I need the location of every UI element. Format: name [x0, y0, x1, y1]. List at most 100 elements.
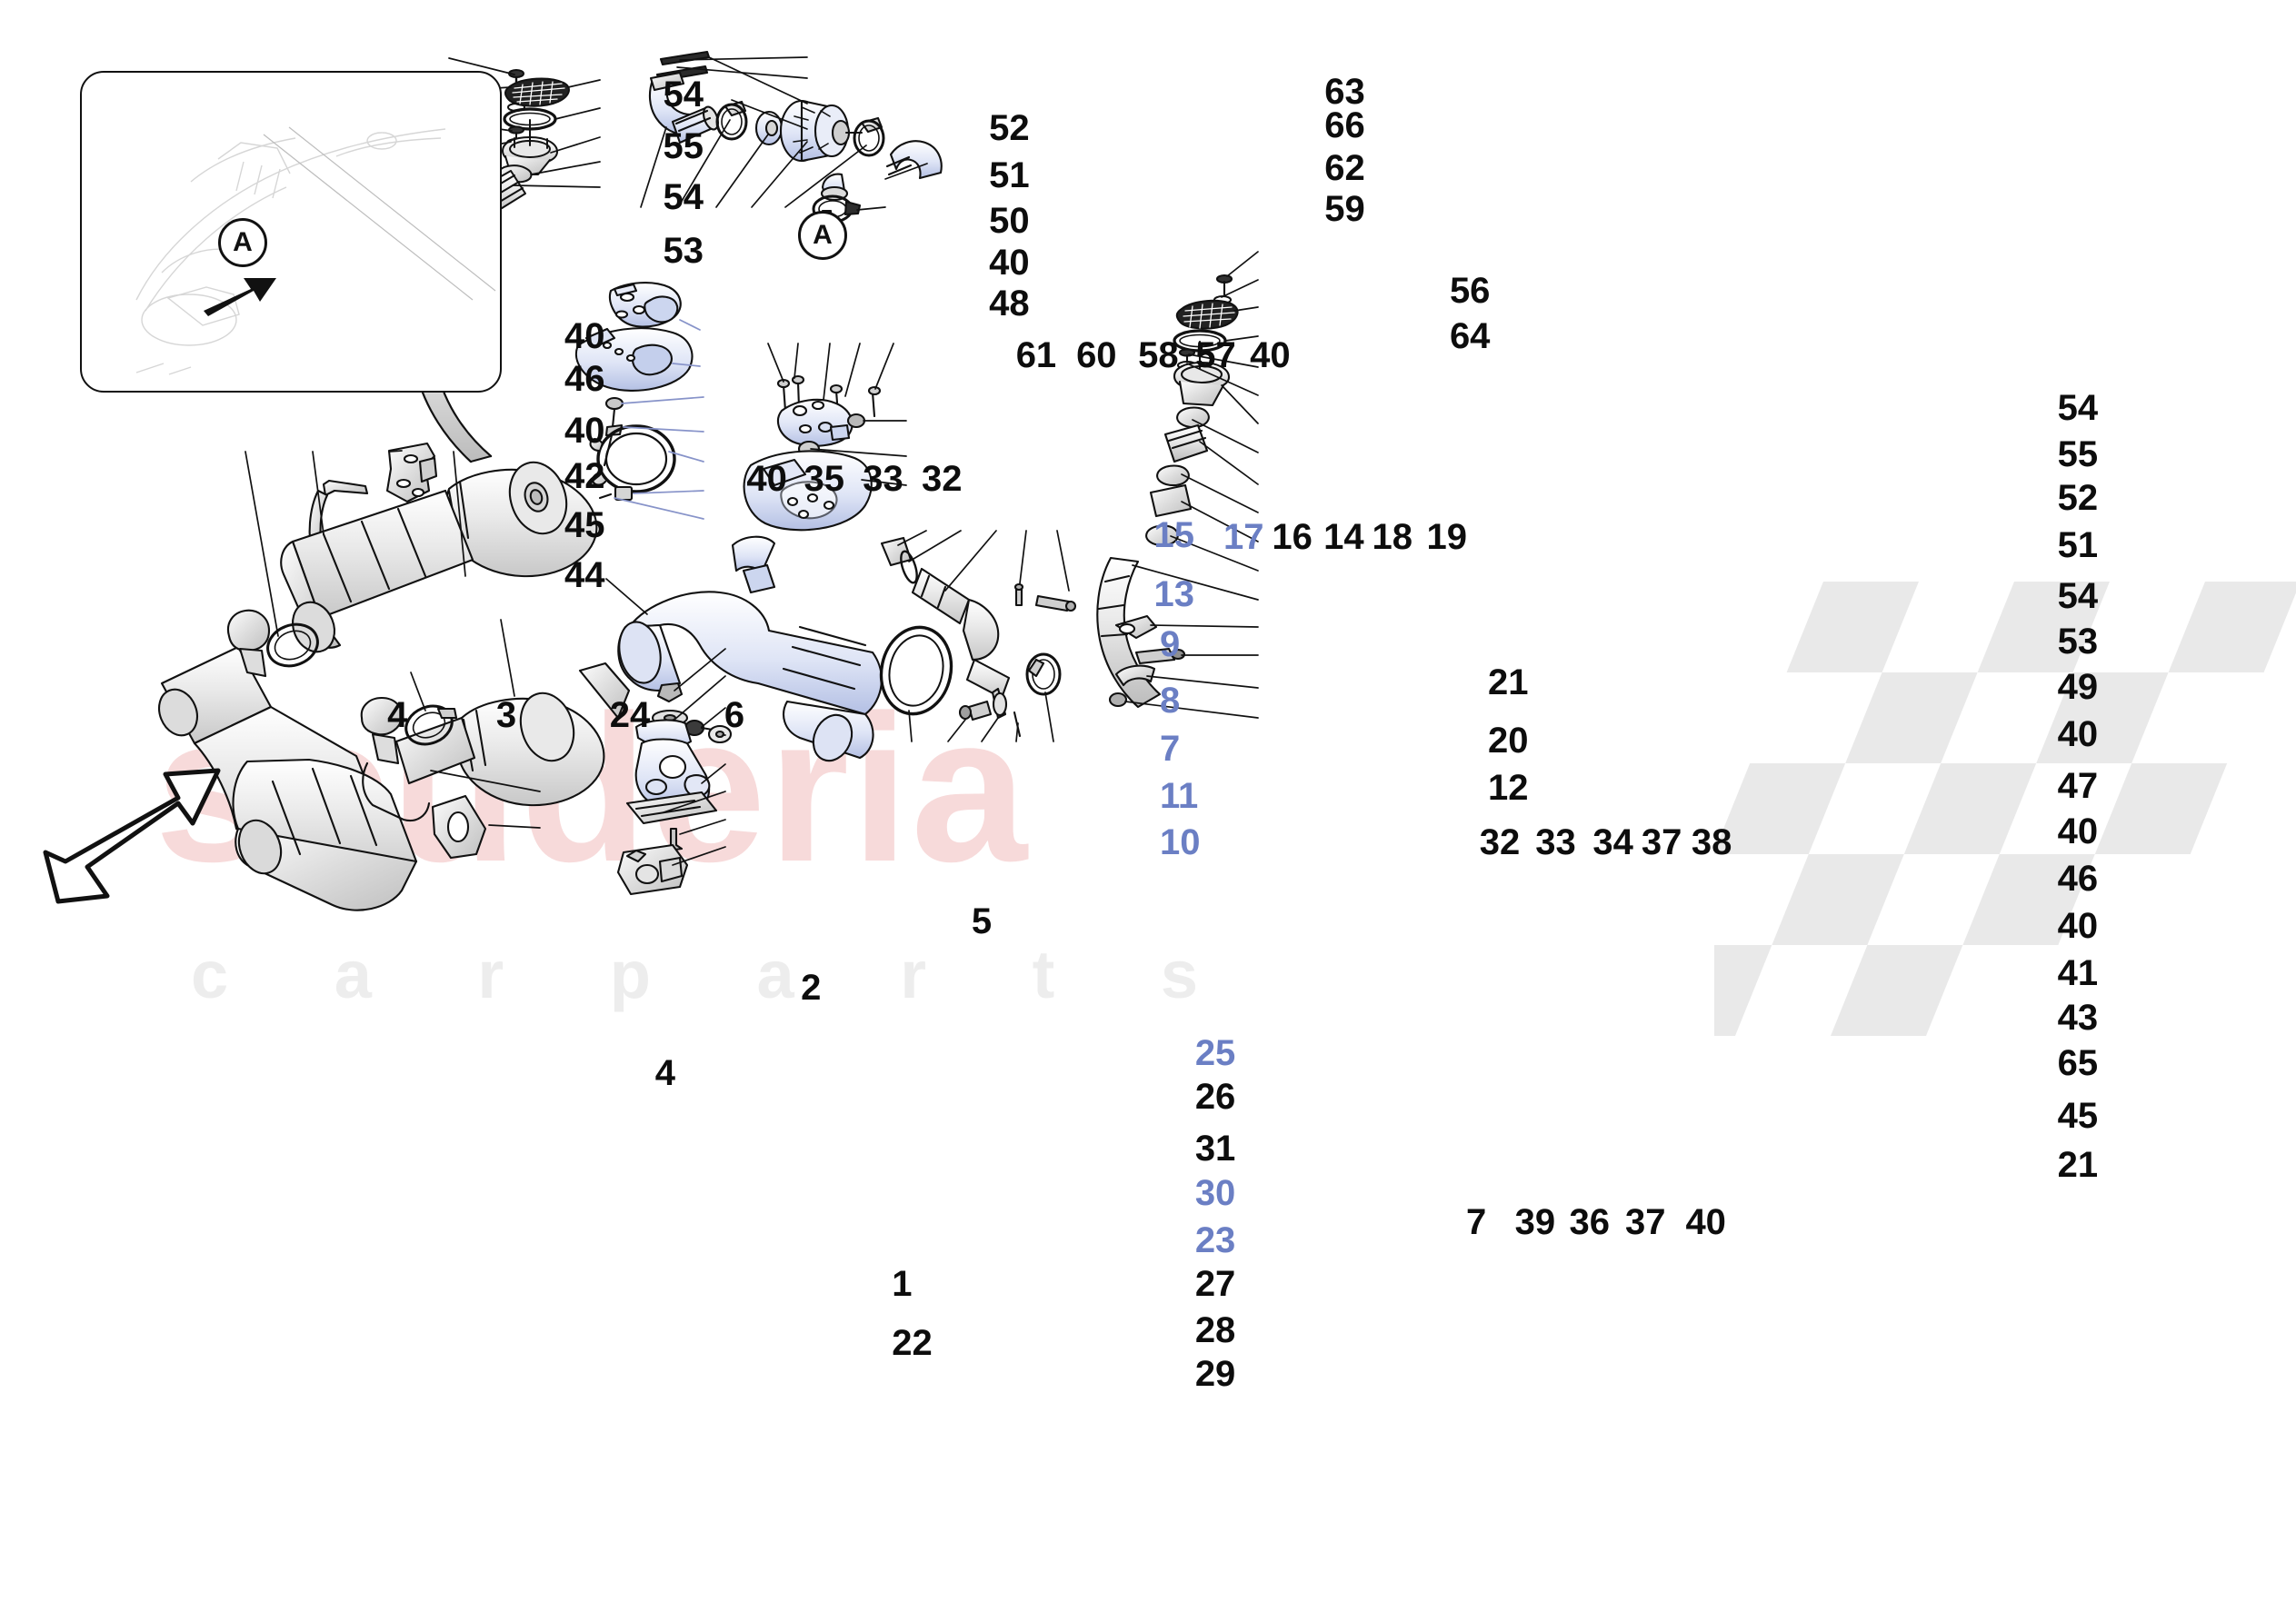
- callout-label-11[interactable]: 11: [1159, 776, 1199, 817]
- callout-label-47[interactable]: 47: [2057, 765, 2099, 806]
- callout-label-4[interactable]: 4: [387, 695, 408, 736]
- callout-label-33[interactable]: 33: [863, 459, 903, 500]
- callout-label-7[interactable]: 7: [1465, 1202, 1487, 1243]
- callout-label-40[interactable]: 40: [564, 410, 605, 451]
- callout-label-9[interactable]: 9: [1159, 624, 1181, 665]
- callout-label-35[interactable]: 35: [804, 459, 845, 500]
- callout-label-26[interactable]: 26: [1194, 1077, 1236, 1118]
- callout-label-48[interactable]: 48: [989, 284, 1030, 324]
- callout-label-21[interactable]: 21: [1488, 662, 1529, 703]
- callout-label-30[interactable]: 30: [1194, 1172, 1236, 1213]
- callout-label-55[interactable]: 55: [2057, 433, 2099, 474]
- callout-label-65[interactable]: 65: [2057, 1042, 2099, 1083]
- callout-label-54[interactable]: 54: [663, 74, 704, 114]
- callout-label-27[interactable]: 27: [1194, 1264, 1236, 1305]
- callout-label-40[interactable]: 40: [2057, 811, 2099, 852]
- callout-label-17[interactable]: 17: [1223, 516, 1264, 557]
- callout-label-64[interactable]: 64: [1449, 315, 1491, 356]
- callout-label-46[interactable]: 46: [2057, 859, 2099, 900]
- heat-shield-15: [609, 282, 682, 328]
- callout-label-41[interactable]: 41: [2057, 953, 2099, 993]
- callout-label-40[interactable]: 40: [2057, 906, 2099, 947]
- callout-label-24[interactable]: 24: [609, 695, 651, 736]
- callout-label-44[interactable]: 44: [564, 554, 605, 595]
- callout-label-36[interactable]: 36: [1569, 1202, 1611, 1243]
- callout-label-40[interactable]: 40: [746, 459, 787, 500]
- callout-label-5[interactable]: 5: [971, 901, 993, 942]
- callout-label-58[interactable]: 58: [1138, 335, 1179, 376]
- inset-vehicle-sketch: [135, 126, 496, 375]
- callout-label-10[interactable]: 10: [1159, 821, 1201, 862]
- callout-label-32[interactable]: 32: [922, 459, 963, 500]
- callout-label-59[interactable]: 59: [1324, 189, 1365, 230]
- callout-label-23[interactable]: 23: [1194, 1219, 1236, 1260]
- callout-label-52[interactable]: 52: [989, 108, 1030, 149]
- callout-label-25[interactable]: 25: [1194, 1032, 1236, 1073]
- callout-label-40[interactable]: 40: [564, 315, 605, 356]
- callout-label-62[interactable]: 62: [1324, 147, 1365, 188]
- callout-label-34[interactable]: 34: [1592, 821, 1633, 862]
- callout-label-54[interactable]: 54: [2057, 575, 2099, 616]
- callout-label-54[interactable]: 54: [2057, 388, 2099, 429]
- exhaust-main-left: [266, 442, 598, 668]
- callout-label-28[interactable]: 28: [1194, 1309, 1236, 1350]
- callout-label-54[interactable]: 54: [663, 177, 704, 218]
- callout-label-3[interactable]: 3: [495, 695, 517, 736]
- callout-label-21[interactable]: 21: [2057, 1144, 2099, 1185]
- callout-label-40[interactable]: 40: [989, 242, 1030, 283]
- callout-label-51[interactable]: 51: [2057, 525, 2099, 566]
- callout-label-37[interactable]: 37: [1625, 1202, 1666, 1243]
- callout-label-42[interactable]: 42: [564, 456, 605, 497]
- callout-label-46[interactable]: 46: [564, 359, 605, 400]
- callout-label-2[interactable]: 2: [801, 968, 822, 1009]
- callout-label-45[interactable]: 45: [564, 504, 605, 545]
- heat-shield-13: [574, 327, 694, 392]
- callout-label-32[interactable]: 32: [1479, 821, 1521, 862]
- callout-label-15[interactable]: 15: [1153, 515, 1194, 556]
- callout-label-60[interactable]: 60: [1076, 335, 1117, 376]
- callout-label-38[interactable]: 38: [1691, 821, 1732, 862]
- callout-label-55[interactable]: 55: [663, 125, 704, 166]
- callout-label-4[interactable]: 4: [654, 1053, 676, 1094]
- callout-label-53[interactable]: 53: [663, 230, 704, 271]
- location-inset-panel: A: [80, 71, 502, 393]
- callout-label-53[interactable]: 53: [2057, 621, 2099, 662]
- callout-label-37[interactable]: 37: [1641, 821, 1682, 862]
- direction-arrow-bottom-left: [43, 768, 221, 904]
- callout-label-61[interactable]: 61: [1015, 335, 1057, 376]
- callout-label-63[interactable]: 63: [1324, 71, 1365, 112]
- downpipe-blue-assembly: [617, 535, 883, 762]
- callout-label-20[interactable]: 20: [1488, 720, 1529, 761]
- callout-label-45[interactable]: 45: [2057, 1096, 2099, 1137]
- callout-label-43[interactable]: 43: [2057, 997, 2099, 1038]
- callout-label-50[interactable]: 50: [989, 201, 1030, 242]
- callout-label-33[interactable]: 33: [1535, 821, 1576, 862]
- exhaust-main-lower-left: [158, 609, 631, 911]
- callout-label-19[interactable]: 19: [1426, 516, 1467, 557]
- callout-label-12[interactable]: 12: [1488, 767, 1529, 808]
- callout-label-22[interactable]: 22: [892, 1323, 933, 1364]
- callout-label-40[interactable]: 40: [1250, 335, 1291, 376]
- view-marker-a-label: A: [813, 220, 833, 250]
- callout-label-66[interactable]: 66: [1324, 104, 1365, 145]
- callout-label-14[interactable]: 14: [1323, 516, 1364, 557]
- callout-label-52[interactable]: 52: [2057, 478, 2099, 519]
- callout-label-7[interactable]: 7: [1159, 729, 1181, 770]
- callout-label-31[interactable]: 31: [1194, 1129, 1236, 1169]
- callout-label-29[interactable]: 29: [1194, 1354, 1236, 1395]
- callout-label-6[interactable]: 6: [724, 695, 745, 736]
- callout-label-1[interactable]: 1: [892, 1264, 913, 1305]
- callout-label-39[interactable]: 39: [1514, 1202, 1556, 1243]
- callout-label-57[interactable]: 57: [1195, 335, 1236, 376]
- callout-label-40[interactable]: 40: [2057, 714, 2099, 755]
- callout-label-8[interactable]: 8: [1159, 680, 1181, 721]
- callout-label-18[interactable]: 18: [1372, 516, 1413, 557]
- callout-label-49[interactable]: 49: [2057, 667, 2099, 708]
- callout-label-40[interactable]: 40: [1685, 1202, 1726, 1243]
- callout-label-16[interactable]: 16: [1272, 516, 1313, 557]
- callout-label-51[interactable]: 51: [989, 155, 1030, 196]
- turbine-clamp-group: [589, 396, 676, 502]
- turbocharger-assembly: [648, 50, 943, 245]
- callout-label-56[interactable]: 56: [1449, 270, 1491, 311]
- callout-label-13[interactable]: 13: [1153, 573, 1194, 614]
